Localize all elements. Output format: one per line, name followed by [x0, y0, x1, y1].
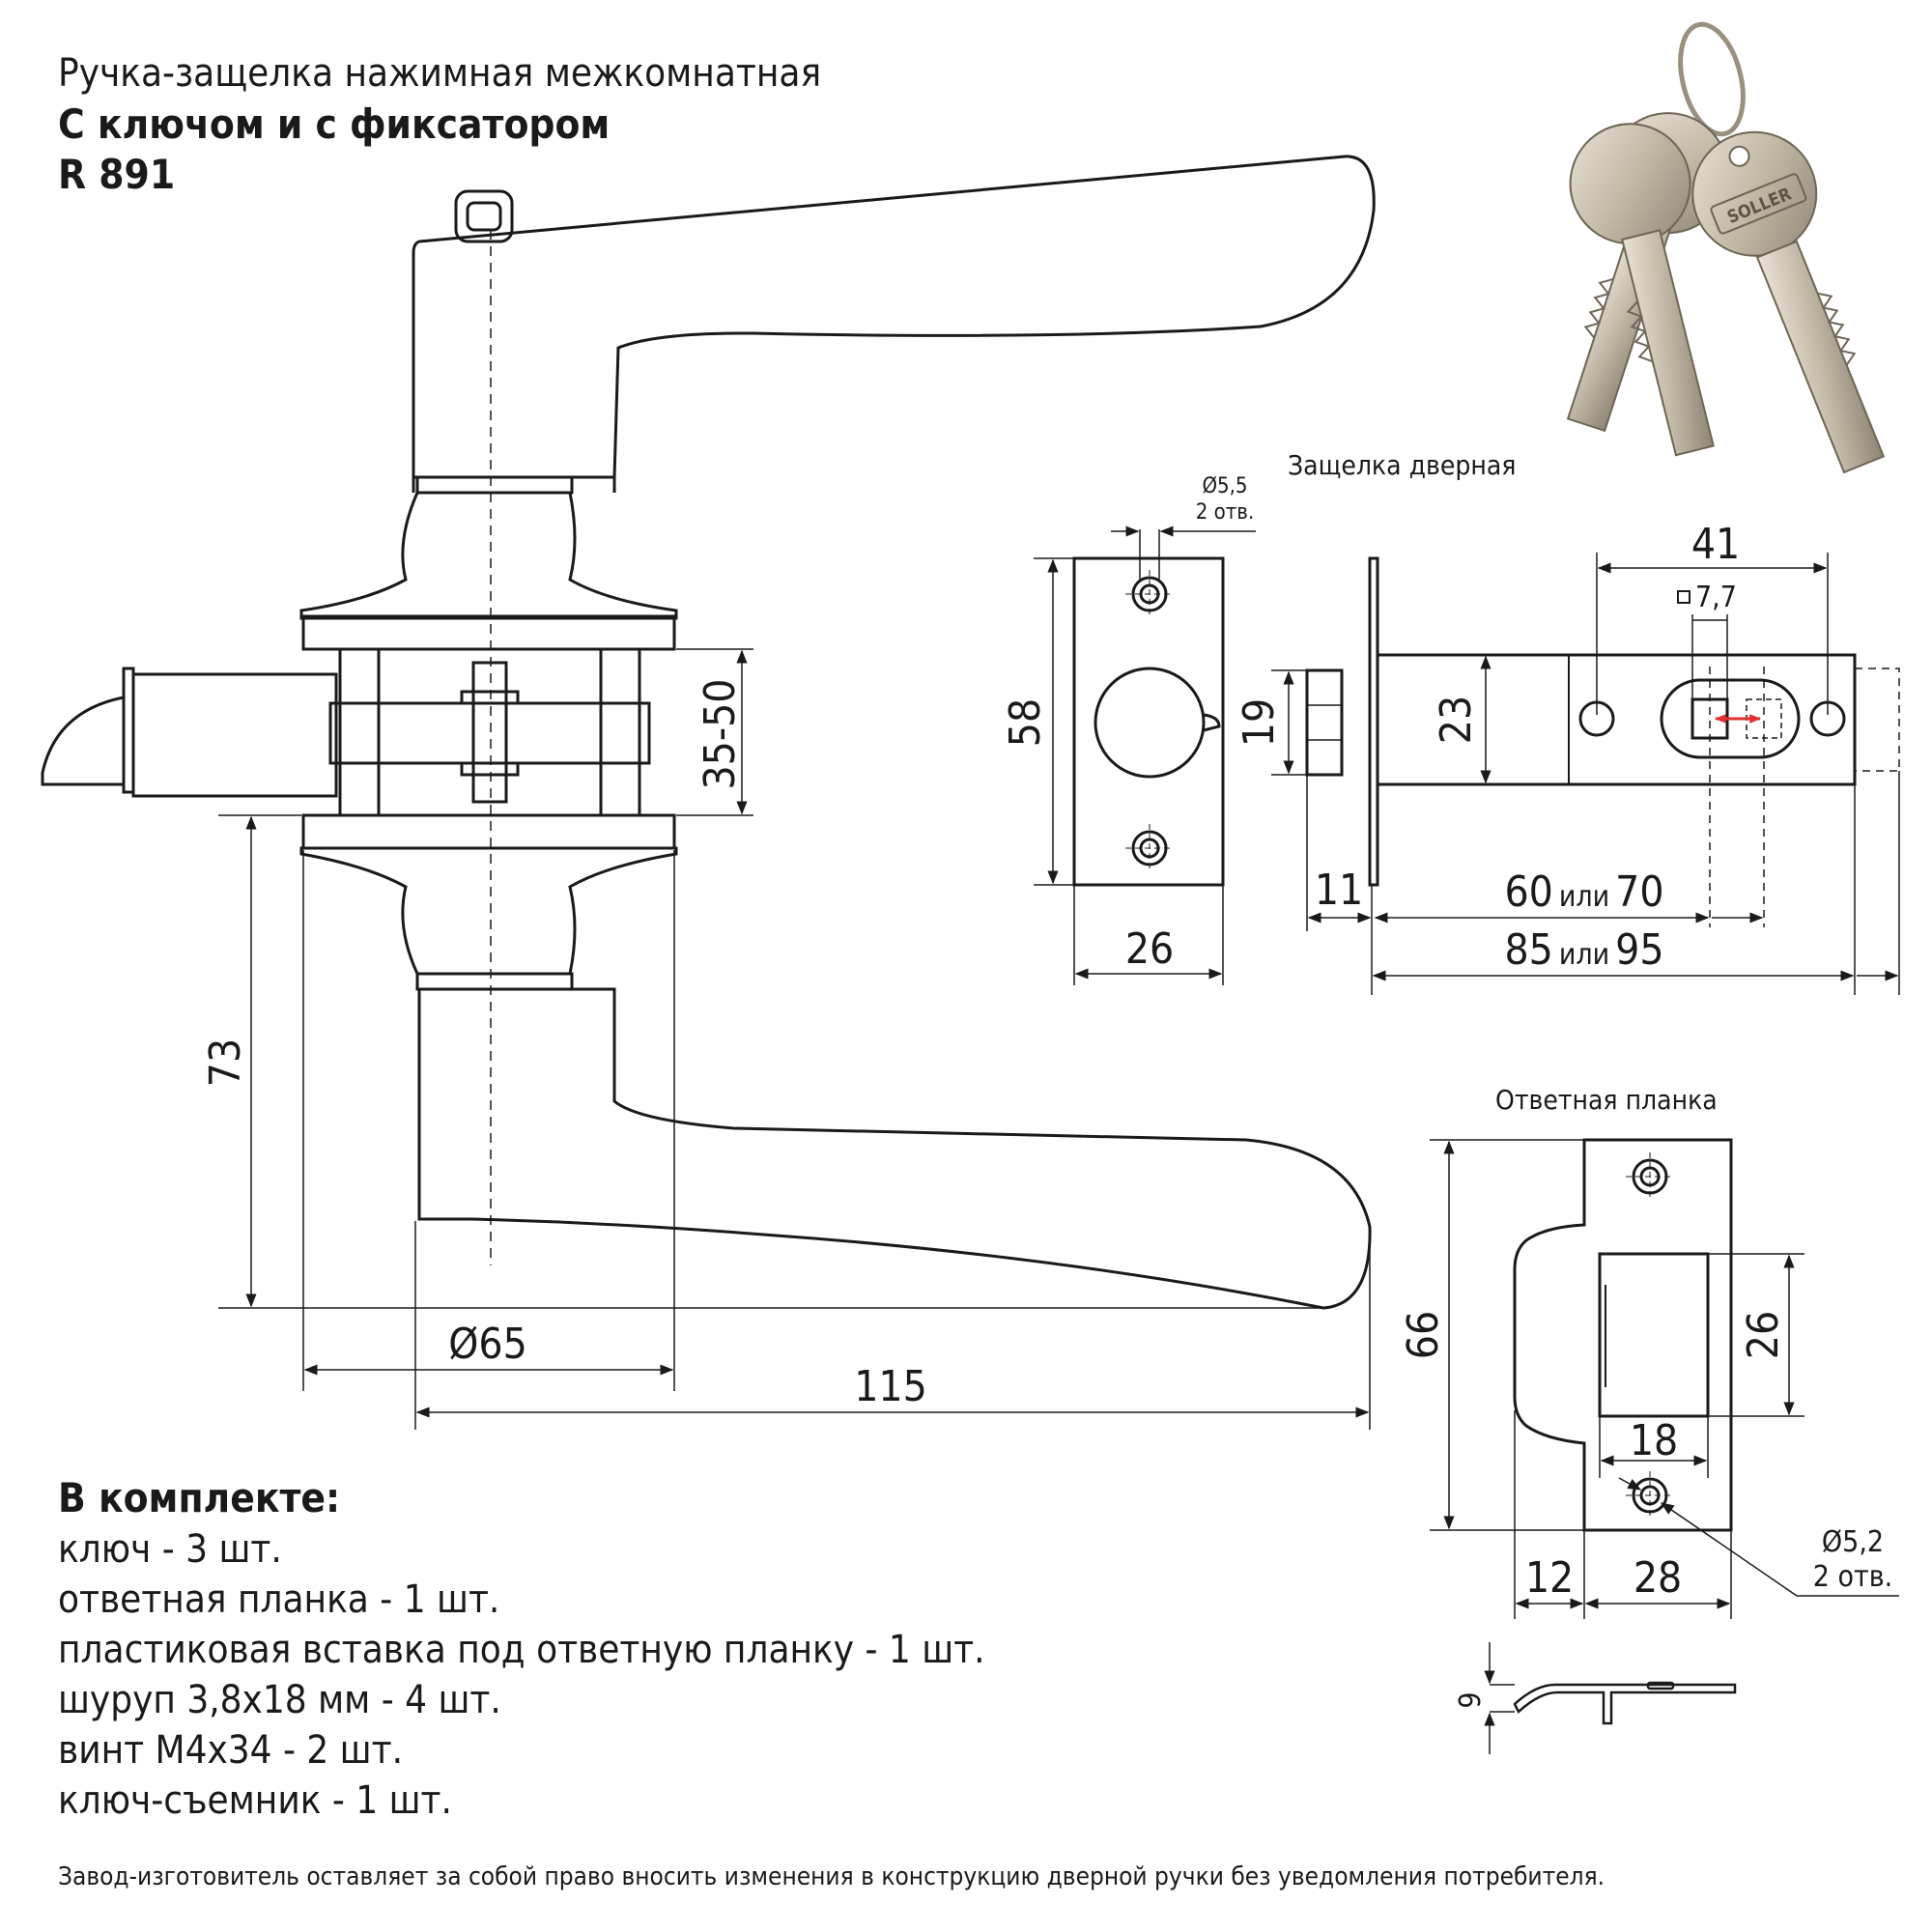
- kit-title: В комплекте:: [58, 1474, 341, 1521]
- lower-rose: [299, 846, 678, 976]
- latch-bar: [328, 701, 651, 765]
- dim-strike-depth: 9: [1454, 1691, 1488, 1708]
- latch-dimensions: [1271, 553, 1900, 995]
- dim-bolt-height: 19: [1235, 698, 1284, 747]
- dim-rosette-thickness: 35-50: [696, 678, 745, 789]
- upper-lever: [412, 155, 1376, 479]
- key-ring: [1678, 21, 1746, 137]
- dim-bolt-projection: 11: [1315, 866, 1363, 915]
- dim-strike-lip: 12: [1525, 1553, 1574, 1603]
- kit-item: шуруп 3,8x18 мм - 4 шт.: [58, 1678, 501, 1722]
- kit-item: ключ - 3 шт.: [58, 1527, 282, 1572]
- kit-item: винт М4x34 - 2 шт.: [58, 1728, 403, 1773]
- latch-body: [1376, 653, 1857, 786]
- dim-spindle-square: 7,7: [1695, 581, 1737, 614]
- dim-faceplate-hole-count: 2 отв.: [1196, 500, 1254, 525]
- dim-strike-width: 28: [1634, 1553, 1682, 1603]
- dim-faceplate-height: 58: [1001, 698, 1050, 747]
- kit-item: ответная планка - 1 шт.: [58, 1577, 500, 1622]
- upper-flange: [301, 614, 676, 651]
- spindle: [471, 661, 508, 804]
- lower-flange: [301, 813, 676, 850]
- kit-item: ключ-съемник - 1 шт.: [58, 1778, 452, 1823]
- model-number: R 891: [58, 151, 176, 198]
- dim-rosette-diameter: Ø65: [448, 1320, 527, 1369]
- strike-side-profile: [1513, 1681, 1737, 1725]
- lower-lever: [417, 987, 1372, 1310]
- dim-strike-hole-count: 2 отв.: [1813, 1560, 1892, 1594]
- bolt-opening: [1094, 667, 1206, 779]
- dim-latch-spacing: 41: [1691, 520, 1740, 569]
- dim-faceplate-hole: Ø5,5: [1202, 474, 1247, 498]
- footer-disclaimer: Завод-изготовитель оставляет за собой пр…: [58, 1862, 1605, 1891]
- thumb-turn-slot: [466, 201, 502, 232]
- thumb-turn: [454, 189, 514, 243]
- dim-handle-height: 73: [201, 1038, 250, 1087]
- dim-body-height: 23: [1432, 696, 1481, 744]
- kit-item: пластиковая вставка под ответную планку …: [58, 1628, 985, 1672]
- strike-caption: Ответная планка: [1495, 1084, 1718, 1116]
- latch-cylinder: [131, 672, 338, 798]
- latch-caption: Защелка дверная: [1288, 449, 1517, 481]
- square-symbol-icon: [1677, 590, 1690, 604]
- latch-bolt: [1305, 668, 1344, 777]
- faceplate-outline: [1072, 556, 1225, 887]
- dim-strike-opening-height: 26: [1739, 1311, 1788, 1359]
- strike-plate: [1513, 1138, 1733, 1532]
- strike-dimensions: [1430, 1139, 1899, 1619]
- handle-dimensions: [218, 648, 1371, 1430]
- screw-right: [599, 647, 641, 817]
- faceplate-dimensions: [1034, 526, 1256, 985]
- dim-strike-hole: Ø5,2: [1822, 1525, 1884, 1559]
- latch-faceplate: [1072, 556, 1225, 887]
- dim-strike-height: 66: [1399, 1311, 1448, 1359]
- strike-plate-outline: [1513, 1138, 1733, 1532]
- upper-rose: [299, 491, 678, 620]
- title-line-1: Ручка-защелка нажимная межкомнатная: [58, 51, 822, 96]
- latch-side-view: [1305, 556, 1857, 887]
- screw-left: [338, 647, 381, 817]
- dim-faceplate-width: 26: [1125, 924, 1174, 974]
- dim-strike-opening-width: 18: [1630, 1416, 1678, 1465]
- dim-handle-length: 115: [854, 1362, 927, 1411]
- strike-opening: [1598, 1252, 1710, 1418]
- latch-bolt-tip: [41, 696, 126, 786]
- keys-illustration: SOLLER: [1566, 21, 1886, 474]
- title-line-2: С ключом и с фиксатором: [58, 100, 611, 148]
- spindle-slot: [1660, 678, 1801, 759]
